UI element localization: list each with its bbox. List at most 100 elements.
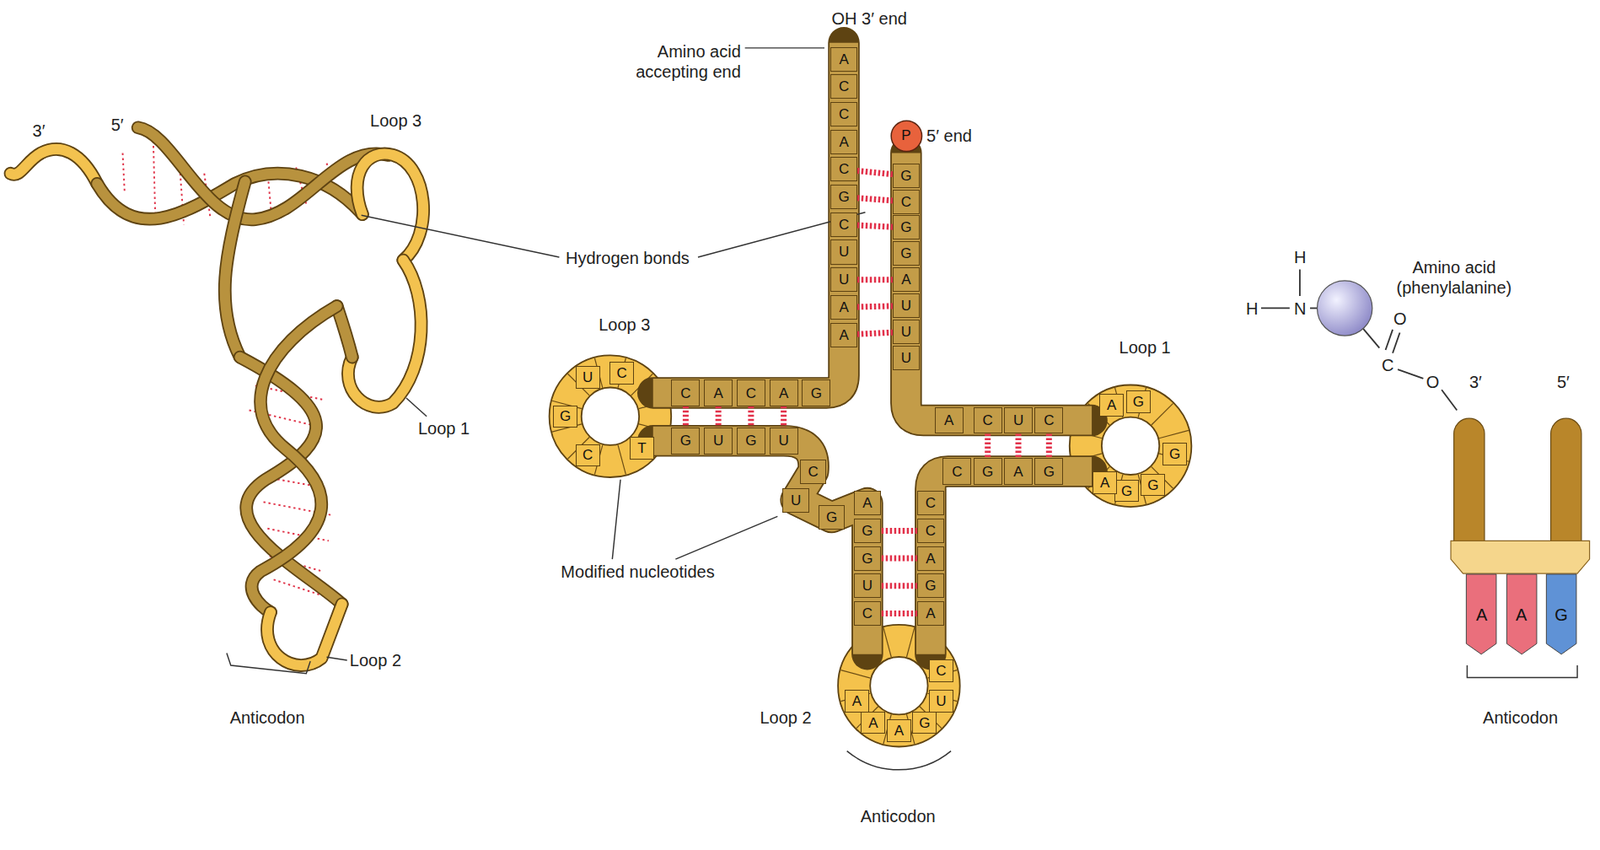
ribbon-model	[10, 127, 427, 673]
nucleotide-box: G	[917, 573, 944, 598]
part-label: OH 3′ end	[832, 8, 908, 29]
trna-base-bar	[1450, 540, 1590, 574]
base-letter: A	[1476, 606, 1488, 623]
base-letter: C	[808, 464, 819, 479]
base-letter: C	[901, 194, 912, 210]
loop-nucleotide: T	[629, 436, 655, 460]
base-letter: A	[838, 52, 849, 67]
leader-line	[612, 479, 621, 559]
bond-line	[1363, 328, 1380, 349]
base-letter: C	[838, 107, 849, 122]
ribbon-strand	[138, 127, 388, 220]
base-letter: G	[1147, 477, 1159, 493]
part-label: Loop 2	[349, 649, 402, 671]
hydrogen-bond	[857, 332, 893, 334]
loop-nucleotide: A	[886, 719, 912, 742]
base-letter: A	[1013, 464, 1023, 479]
leader-line	[406, 397, 427, 417]
ribbon-strand	[225, 181, 246, 357]
base-letter: U	[838, 244, 849, 259]
base-letter: U	[790, 493, 801, 508]
base-letter: C	[838, 79, 849, 94]
base-letter: G	[837, 189, 849, 205]
part-label: O	[1393, 308, 1407, 329]
base-letter: C	[838, 161, 849, 177]
base-letter: A	[862, 495, 872, 511]
part-label: Loop 3	[370, 110, 422, 131]
outline-stroke	[348, 260, 422, 408]
hydrogen-bond	[880, 610, 919, 617]
hydrogen-bond	[780, 406, 787, 428]
bond-line	[1392, 332, 1400, 353]
amino-acid-sphere	[1317, 280, 1373, 336]
outline-stroke	[653, 42, 844, 393]
nucleotide-box: C	[671, 379, 700, 406]
base-letter: A	[944, 413, 954, 428]
base-letter: G	[745, 433, 757, 448]
stem-band	[653, 42, 844, 393]
nucleotide-box: A	[769, 379, 799, 406]
hydrogen-bond	[857, 198, 893, 201]
nucleotide-box: G	[671, 427, 700, 454]
part-label: Anticodon	[230, 707, 306, 728]
ribbon-loop	[267, 603, 343, 666]
nucleotide-box: C	[830, 212, 857, 237]
nucleotide-box: G	[853, 546, 881, 571]
hydrogen-bond	[1046, 433, 1053, 458]
base-letter: G	[918, 715, 930, 731]
bracket	[1466, 665, 1578, 678]
nucleotide-box: C	[853, 601, 881, 626]
base-letter: A	[1515, 606, 1527, 623]
base-letter: G	[900, 168, 912, 183]
loop-nucleotide: A	[1099, 393, 1124, 417]
part-label: N	[1293, 298, 1306, 319]
loop-nucleotide: C	[575, 444, 601, 468]
nucleotide-box: A	[830, 47, 857, 72]
bracket	[226, 652, 311, 673]
base-letter: G	[680, 433, 692, 448]
base-block: G	[1546, 573, 1577, 656]
base-block: A	[1506, 573, 1537, 656]
nucleotide-box: U	[830, 267, 857, 292]
loop-nucleotide: U	[575, 365, 601, 389]
base-letter: U	[901, 350, 912, 366]
nucleotide-box: A	[830, 322, 857, 348]
nucleotide-box: U	[1004, 407, 1033, 434]
base-letter: P	[901, 128, 911, 143]
nucleotide-box: C	[917, 518, 944, 543]
loop-nucleotide: G	[1114, 479, 1139, 503]
outline-stroke	[930, 471, 1092, 655]
ring-divider	[840, 670, 870, 678]
part-label: O	[1426, 371, 1440, 392]
base-letter: G	[559, 408, 571, 424]
base-letter: G	[1169, 446, 1181, 462]
base-letter: A	[838, 327, 849, 343]
part-label: 5′	[1557, 371, 1570, 392]
outline-stroke	[653, 440, 868, 655]
ribbon-strand	[337, 306, 353, 358]
base-letter: U	[901, 298, 912, 313]
base-letter: A	[1106, 397, 1117, 413]
base-letter: G	[1043, 464, 1055, 479]
base-letter: A	[925, 551, 935, 566]
nucleotide-box: C	[800, 459, 827, 484]
nucleotide-box: U	[769, 427, 799, 454]
nucleotide-box: G	[801, 379, 831, 406]
base-letter: C	[925, 523, 936, 538]
nucleotide-box: C	[1034, 407, 1064, 434]
base-letter: A	[925, 606, 935, 621]
base-letter: U	[778, 433, 789, 448]
hydrogen-bond	[984, 433, 991, 458]
stem-band	[653, 440, 868, 655]
base-letter: G	[924, 578, 936, 593]
nucleotide-box: U	[892, 319, 919, 344]
phosphate-circle: P	[890, 119, 924, 153]
part-label: Loop 1	[418, 418, 470, 439]
base-letter: C	[982, 413, 994, 428]
nucleotide-box: G	[892, 214, 919, 240]
loop-nucleotide: C	[928, 659, 954, 682]
loop-nucleotide: C	[609, 361, 634, 385]
base-letter: U	[838, 272, 849, 287]
nucleotide-box: G	[736, 427, 766, 454]
part-label: 5′ end	[926, 125, 972, 146]
